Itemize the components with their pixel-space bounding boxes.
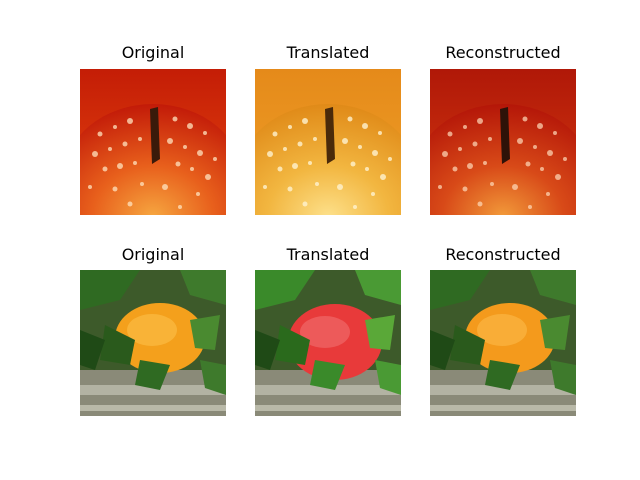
row2-original-image (80, 270, 226, 416)
row2-translated-title: Translated (286, 245, 370, 264)
row2-original-title: Original (121, 245, 185, 264)
row1-original-title: Original (121, 43, 185, 62)
row1-translated-image (255, 69, 401, 215)
row1-original-image (80, 69, 226, 215)
row1-translated-title: Translated (286, 43, 370, 62)
row2-reconstructed-image (430, 270, 576, 416)
row1-reconstructed-image (430, 69, 576, 215)
row2-reconstructed-title: Reconstructed (445, 245, 561, 264)
row1-reconstructed-title: Reconstructed (445, 43, 561, 62)
row2-translated-image (255, 270, 401, 416)
